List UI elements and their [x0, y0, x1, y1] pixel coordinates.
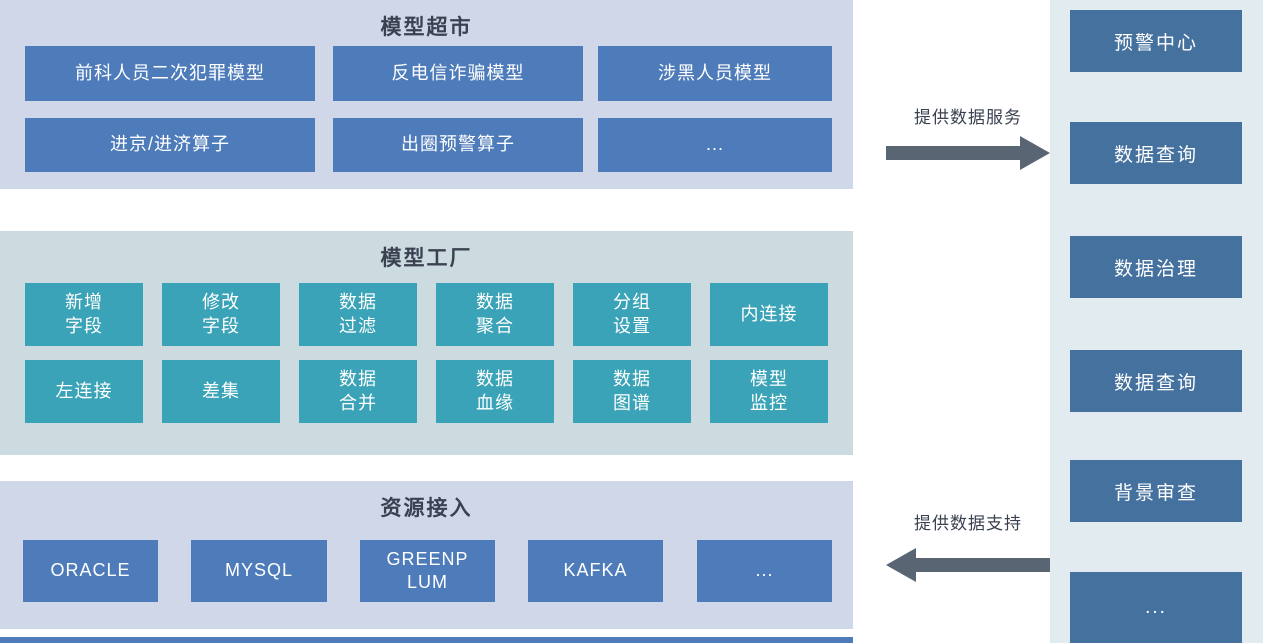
arrow-left-icon [886, 548, 1050, 582]
market-block: ... [598, 118, 832, 172]
factory-block: 数据 过滤 [299, 283, 417, 346]
factory-block: 数据 图谱 [573, 360, 691, 423]
section-resource-access: 资源接入 ORACLE MYSQL GREENP LUM KAFKA ... [0, 481, 853, 629]
app-box-more: ... [1070, 572, 1242, 643]
section-model-factory: 模型工厂 新增 字段 修改 字段 数据 过滤 数据 聚合 分组 设置 内连接 左… [0, 231, 853, 455]
market-block: 反电信诈骗模型 [333, 46, 583, 101]
factory-block: 左连接 [25, 360, 143, 423]
factory-block: 模型 监控 [710, 360, 828, 423]
app-box-warning-center: 预警中心 [1070, 10, 1242, 72]
factory-block: 新增 字段 [25, 283, 143, 346]
app-box-data-query-1: 数据查询 [1070, 122, 1242, 184]
app-box-background-check: 背景审查 [1070, 460, 1242, 522]
market-block: 前科人员二次犯罪模型 [25, 46, 315, 101]
resource-block-kafka: KAFKA [528, 540, 663, 602]
factory-block: 分组 设置 [573, 283, 691, 346]
app-box-data-query-2: 数据查询 [1070, 350, 1242, 412]
resource-block-oracle: ORACLE [23, 540, 158, 602]
arrow-right-icon [886, 136, 1050, 170]
flow-label-data-support: 提供数据支持 [914, 514, 1022, 533]
market-block: 涉黑人员模型 [598, 46, 832, 101]
resource-block-mysql: MYSQL [191, 540, 327, 602]
section-title-model-market: 模型超市 [380, 16, 473, 39]
factory-block: 内连接 [710, 283, 828, 346]
factory-block: 修改 字段 [162, 283, 280, 346]
market-block: 进京/进济算子 [25, 118, 315, 172]
factory-block: 差集 [162, 360, 280, 423]
resource-block-greenplum: GREENP LUM [360, 540, 495, 602]
section-title-model-factory: 模型工厂 [380, 247, 473, 270]
flow-label-data-service: 提供数据服务 [914, 108, 1022, 127]
factory-block: 数据 聚合 [436, 283, 554, 346]
section-model-market: 模型超市 前科人员二次犯罪模型 反电信诈骗模型 涉黑人员模型 进京/进济算子 出… [0, 0, 853, 189]
market-block: 出圈预警算子 [333, 118, 583, 172]
factory-block: 数据 血缘 [436, 360, 554, 423]
app-box-data-governance: 数据治理 [1070, 236, 1242, 298]
factory-block: 数据 合并 [299, 360, 417, 423]
section-title-resource-access: 资源接入 [380, 497, 473, 520]
application-panel: 预警中心 数据查询 数据治理 数据查询 背景审查 ... [1050, 0, 1263, 643]
resource-block-more: ... [697, 540, 832, 602]
cutoff-section-strip [0, 637, 853, 643]
